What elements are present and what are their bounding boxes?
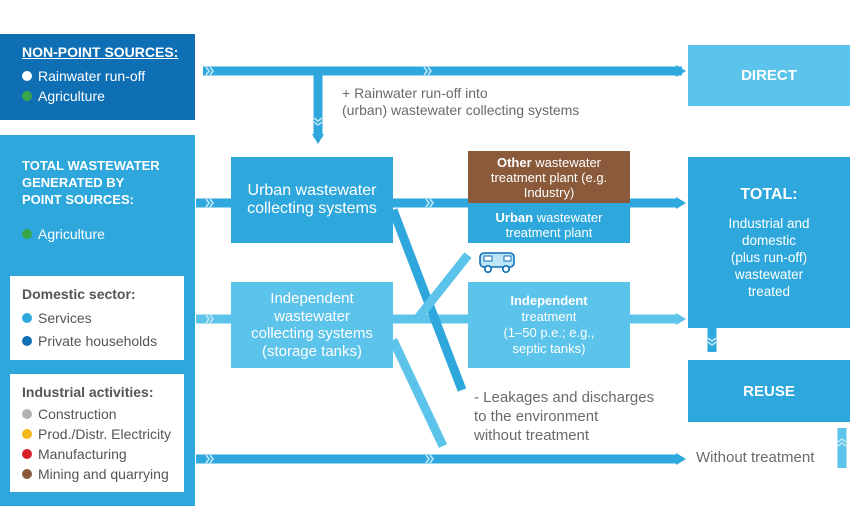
- box-line: Independent: [510, 293, 588, 308]
- box-line: wastewater: [274, 307, 350, 325]
- urban-treatment-plant-box: Urban wastewater treatment plant: [468, 206, 630, 243]
- legend-label: Prod./Distr. Electricity: [38, 426, 172, 442]
- reuse-box: REUSE: [688, 360, 850, 422]
- box-line: treated: [747, 283, 791, 299]
- blue-dot-icon: [22, 313, 32, 323]
- chevron-arrow-icon: [205, 66, 847, 464]
- leakages-note: - Leakages and discharges to the environ…: [474, 388, 654, 445]
- box-line: Other wastewater: [497, 155, 601, 170]
- note-line: without treatment: [474, 427, 590, 444]
- legend-item-agriculture: Agriculture: [22, 224, 105, 244]
- box-line: (storage tanks): [261, 342, 363, 360]
- legend-label: Manufacturing: [38, 446, 127, 462]
- box-line: (1–50 p.e.; e.g.,: [503, 325, 595, 340]
- legend-item-services: Services: [22, 308, 184, 328]
- box-line: Urban wastewater: [247, 182, 377, 199]
- title-line: POINT SOURCES:: [22, 192, 134, 207]
- total-treated-box: TOTAL: Industrial and domestic (plus run…: [688, 157, 850, 328]
- box-line: septic tanks): [512, 341, 586, 356]
- total-title: TOTAL:: [740, 185, 798, 203]
- point-sources-title: TOTAL WASTEWATER GENERATED BY POINT SOUR…: [22, 157, 160, 208]
- box-line: Industrial and: [728, 215, 810, 231]
- domestic-title: Domestic sector:: [22, 286, 136, 302]
- legend-item-rainwater: Rainwater run-off: [22, 66, 195, 86]
- legend-label: Agriculture: [38, 226, 105, 242]
- box-line: collecting systems: [247, 200, 377, 217]
- legend-label: Mining and quarrying: [38, 466, 169, 482]
- box-line: domestic: [741, 232, 797, 248]
- independent-treatment-box: Independent treatment (1–50 p.e.; e.g., …: [468, 282, 630, 368]
- note-line: (urban) wastewater collecting systems: [342, 102, 580, 118]
- title-line: GENERATED BY: [22, 175, 125, 190]
- legend-item-agriculture: Agriculture: [22, 86, 195, 106]
- box-line: collecting systems: [251, 325, 373, 342]
- legend-label: Services: [38, 310, 92, 326]
- without-treatment-label: Without treatment: [696, 449, 815, 466]
- bold-text: Urban: [495, 209, 534, 225]
- box-line: treatment: [521, 309, 577, 324]
- note-line: + Rainwater run-off into: [342, 85, 488, 101]
- legend-item-electricity: Prod./Distr. Electricity: [22, 424, 184, 444]
- other-treatment-plant-box: Other wastewater treatment plant (e.g. I…: [468, 151, 630, 203]
- direct-box: DIRECT: [688, 45, 850, 106]
- legend-item-households: Private households: [22, 331, 184, 351]
- green-dot-icon: [22, 229, 32, 239]
- independent-collecting-systems-box: Independent wastewater collecting system…: [231, 282, 393, 368]
- box-line: treatment plant: [505, 224, 593, 240]
- legend-label: Private households: [38, 333, 158, 349]
- legend-item-construction: Construction: [22, 404, 184, 424]
- box-line: Urban wastewater: [496, 210, 603, 225]
- non-point-sources-box: NON-POINT SOURCES: Rainwater run-off Agr…: [0, 34, 195, 120]
- note-line: to the environment: [474, 408, 599, 425]
- note-line: - Leakages and discharges: [474, 389, 655, 406]
- red-dot-icon: [22, 449, 32, 459]
- white-dot-icon: [22, 71, 32, 81]
- box-line: Independent: [270, 290, 354, 307]
- title-line: TOTAL WASTEWATER: [22, 158, 160, 173]
- box-line: Industry): [523, 184, 575, 200]
- bold-text: Other: [496, 154, 532, 170]
- industrial-title: Industrial activities:: [22, 384, 154, 400]
- brown-dot-icon: [22, 469, 32, 479]
- domestic-sector-box: Domestic sector: Services Private househ…: [10, 276, 184, 360]
- legend-label: Agriculture: [38, 88, 105, 104]
- box-line: wastewater: [734, 266, 804, 282]
- legend-label: Construction: [38, 406, 117, 422]
- box-line: treatment plant (e.g.: [490, 169, 608, 185]
- legend-item-manufacturing: Manufacturing: [22, 444, 184, 464]
- text: wastewater: [533, 209, 603, 225]
- text: wastewater: [531, 154, 602, 170]
- dark-blue-dot-icon: [22, 336, 32, 346]
- yellow-dot-icon: [22, 429, 32, 439]
- grey-dot-icon: [22, 409, 32, 419]
- legend-item-mining: Mining and quarrying: [22, 464, 184, 484]
- industrial-activities-box: Industrial activities: Construction Prod…: [10, 374, 184, 492]
- urban-collecting-systems-box: Urban wastewater collecting systems: [231, 157, 393, 243]
- box-line: (plus run-off): [730, 249, 808, 265]
- truck-icon: [478, 249, 518, 275]
- non-point-title: NON-POINT SOURCES:: [22, 44, 179, 60]
- rainwater-note: + Rainwater run-off into (urban) wastewa…: [342, 85, 579, 119]
- legend-label: Rainwater run-off: [38, 68, 146, 84]
- green-dot-icon: [22, 91, 32, 101]
